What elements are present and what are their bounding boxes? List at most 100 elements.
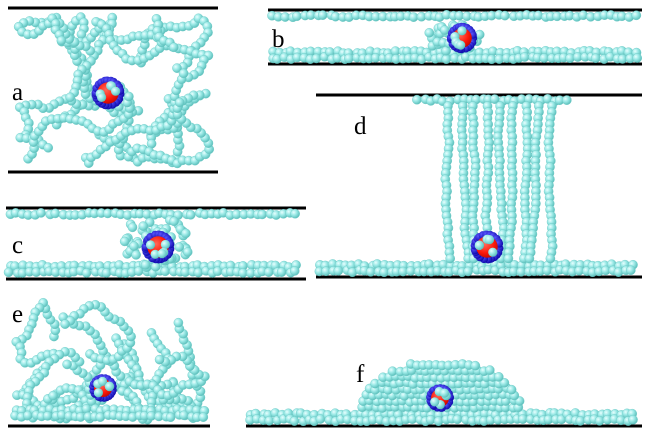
polymer-bead-c	[119, 236, 130, 247]
polymer-bead-b	[317, 10, 328, 20]
polymer-beads	[3, 10, 643, 427]
panel-label-f: f	[356, 361, 365, 388]
polymer-bead-e	[42, 411, 53, 421]
polymer-bead-e	[95, 412, 106, 422]
nanoparticle-a	[91, 76, 125, 110]
polymer-bead-a	[178, 68, 189, 79]
polymer-bead-b	[590, 53, 601, 64]
polymer-bead-d	[562, 95, 572, 105]
polymer-bead-e	[154, 354, 165, 365]
polymer-bead-b	[632, 53, 643, 63]
polymer-bead-f	[470, 360, 481, 371]
polymer-bead-c	[50, 208, 61, 219]
adsorbed-bead	[484, 235, 495, 245]
adsorbed-bead	[457, 26, 467, 36]
adsorbed-bead	[104, 382, 115, 392]
polymer-bead-c	[174, 242, 185, 252]
polymer-bead-d	[542, 265, 553, 276]
polymer-bead-e	[81, 403, 92, 414]
polymer-bead-d	[412, 94, 422, 105]
nanoparticle-e	[89, 374, 117, 402]
polymer-bead-a	[56, 35, 67, 46]
adsorbed-bead	[145, 240, 156, 250]
polymer-bead-a	[124, 91, 134, 102]
panel-label-b: b	[272, 26, 285, 53]
adsorbed-bead	[488, 247, 498, 257]
polymer-bead-c	[182, 247, 193, 257]
polymer-bead-f	[594, 415, 605, 426]
polymer-bead-d	[545, 253, 556, 264]
polymer-bead-d	[524, 253, 535, 264]
polymer-bead-f	[484, 365, 495, 375]
polymer-bead-e	[173, 317, 184, 328]
adsorbed-bead	[97, 92, 107, 102]
adsorbed-bead	[157, 249, 167, 259]
polymer-bead-c	[180, 228, 191, 239]
polymer-bead-c	[140, 260, 151, 270]
polymer-bead-f	[628, 414, 638, 425]
polymer-bead-d	[445, 253, 456, 264]
adsorbed-bead	[111, 86, 121, 96]
panel-label-a: a	[12, 79, 23, 106]
polymer-bead-e	[198, 412, 209, 422]
walls	[6, 6, 642, 428]
polymer-bead-a	[168, 42, 179, 53]
polymer-bead-f	[452, 414, 463, 425]
polymer-bead-c	[129, 241, 139, 251]
polymer-bead-d	[463, 266, 473, 277]
polymer-bead-e	[165, 412, 176, 423]
polymer-bead-e	[62, 359, 72, 370]
polymer-bead-f	[575, 416, 586, 426]
polymer-bead-b	[500, 10, 510, 21]
polymer-bead-c	[127, 222, 138, 233]
panel-labels: a b c d e f	[12, 26, 367, 388]
polymer-bead-d	[626, 265, 636, 276]
adsorbed-bead	[93, 388, 103, 398]
polymer-bead-a	[174, 97, 185, 108]
adsorbed-bead	[430, 397, 440, 407]
polymer-bead-e	[48, 390, 59, 401]
polymer-bead-b	[519, 52, 530, 62]
adsorbed-bead	[439, 388, 450, 398]
polymer-bead-a	[43, 142, 54, 153]
polymer-bead-b	[424, 27, 435, 38]
polymer-bead-a	[172, 63, 182, 73]
polymer-bead-e	[60, 319, 70, 329]
polymer-bead-c	[131, 250, 141, 260]
polymer-bead-c	[257, 209, 268, 220]
polymer-bead-c	[36, 208, 46, 218]
polymer-bead-a	[65, 92, 75, 103]
polymer-bead-c	[101, 268, 112, 278]
panel-label-c: c	[12, 232, 23, 259]
polymer-bead-f	[264, 415, 275, 426]
polymer-bead-b	[631, 10, 642, 21]
nanoparticle-d	[470, 230, 504, 264]
polymer-bead-f	[289, 416, 300, 426]
polymer-bead-f	[493, 372, 504, 382]
nanoparticle-f	[426, 384, 454, 412]
polymer-bead-c	[138, 221, 149, 231]
panel-label-d: d	[354, 113, 367, 140]
polymer-bead-c	[169, 216, 179, 227]
polymer-bead-c	[290, 208, 300, 219]
adsorbed-bead	[150, 249, 160, 259]
polymer-bead-b	[311, 53, 322, 64]
nanoparticle-b	[446, 22, 478, 54]
panel-label-e: e	[12, 301, 23, 328]
adsorbed-bead	[474, 240, 484, 251]
polymer-bead-d	[365, 266, 376, 277]
adsorbed-bead	[456, 40, 466, 50]
polymer-bead-b	[292, 11, 302, 22]
nanoparticles	[89, 22, 504, 412]
polymer-bead-b	[344, 53, 354, 64]
polymer-bead-c	[81, 268, 92, 278]
polymer-bead-c	[289, 266, 300, 276]
adsorbed-bead	[160, 239, 170, 250]
polymer-bead-c	[263, 267, 274, 277]
polymer-bead-f	[499, 377, 510, 388]
polymer-bead-b	[439, 25, 450, 35]
polymer-bead-c	[185, 209, 196, 220]
nanoparticle-c	[141, 230, 175, 264]
